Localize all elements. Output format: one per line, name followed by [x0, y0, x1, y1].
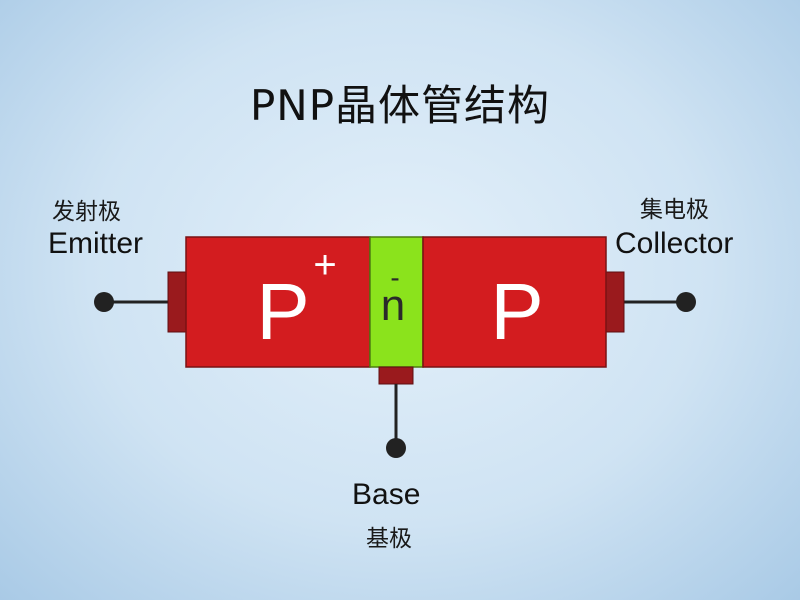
base-label-en: Base [352, 478, 421, 511]
base-region-letter: n [381, 281, 405, 330]
base-terminal [386, 438, 406, 458]
diagram-title: PNP晶体管结构 [249, 81, 551, 130]
collector-label-cn: 集电极 [640, 197, 709, 223]
p-collector-region [422, 236, 607, 368]
collector-terminal [676, 292, 696, 312]
collector-label-en: Collector [615, 227, 734, 260]
emitter-label-en: Emitter [48, 227, 144, 260]
emitter-label-cn: 发射极 [52, 199, 121, 225]
base-region-doping-sign: - [390, 262, 399, 293]
emitter-contact [167, 271, 187, 333]
base-label-cn: 基极 [366, 526, 412, 552]
base-contact [378, 366, 414, 385]
emitter-region-letter: P [256, 267, 309, 356]
emitter-terminal [94, 292, 114, 312]
emitter-region-doping-sign: + [313, 243, 336, 287]
collector-region-letter: P [490, 267, 543, 356]
n-base-region [369, 236, 424, 368]
p-plus-emitter-region [185, 236, 371, 368]
collector-contact [605, 271, 625, 333]
